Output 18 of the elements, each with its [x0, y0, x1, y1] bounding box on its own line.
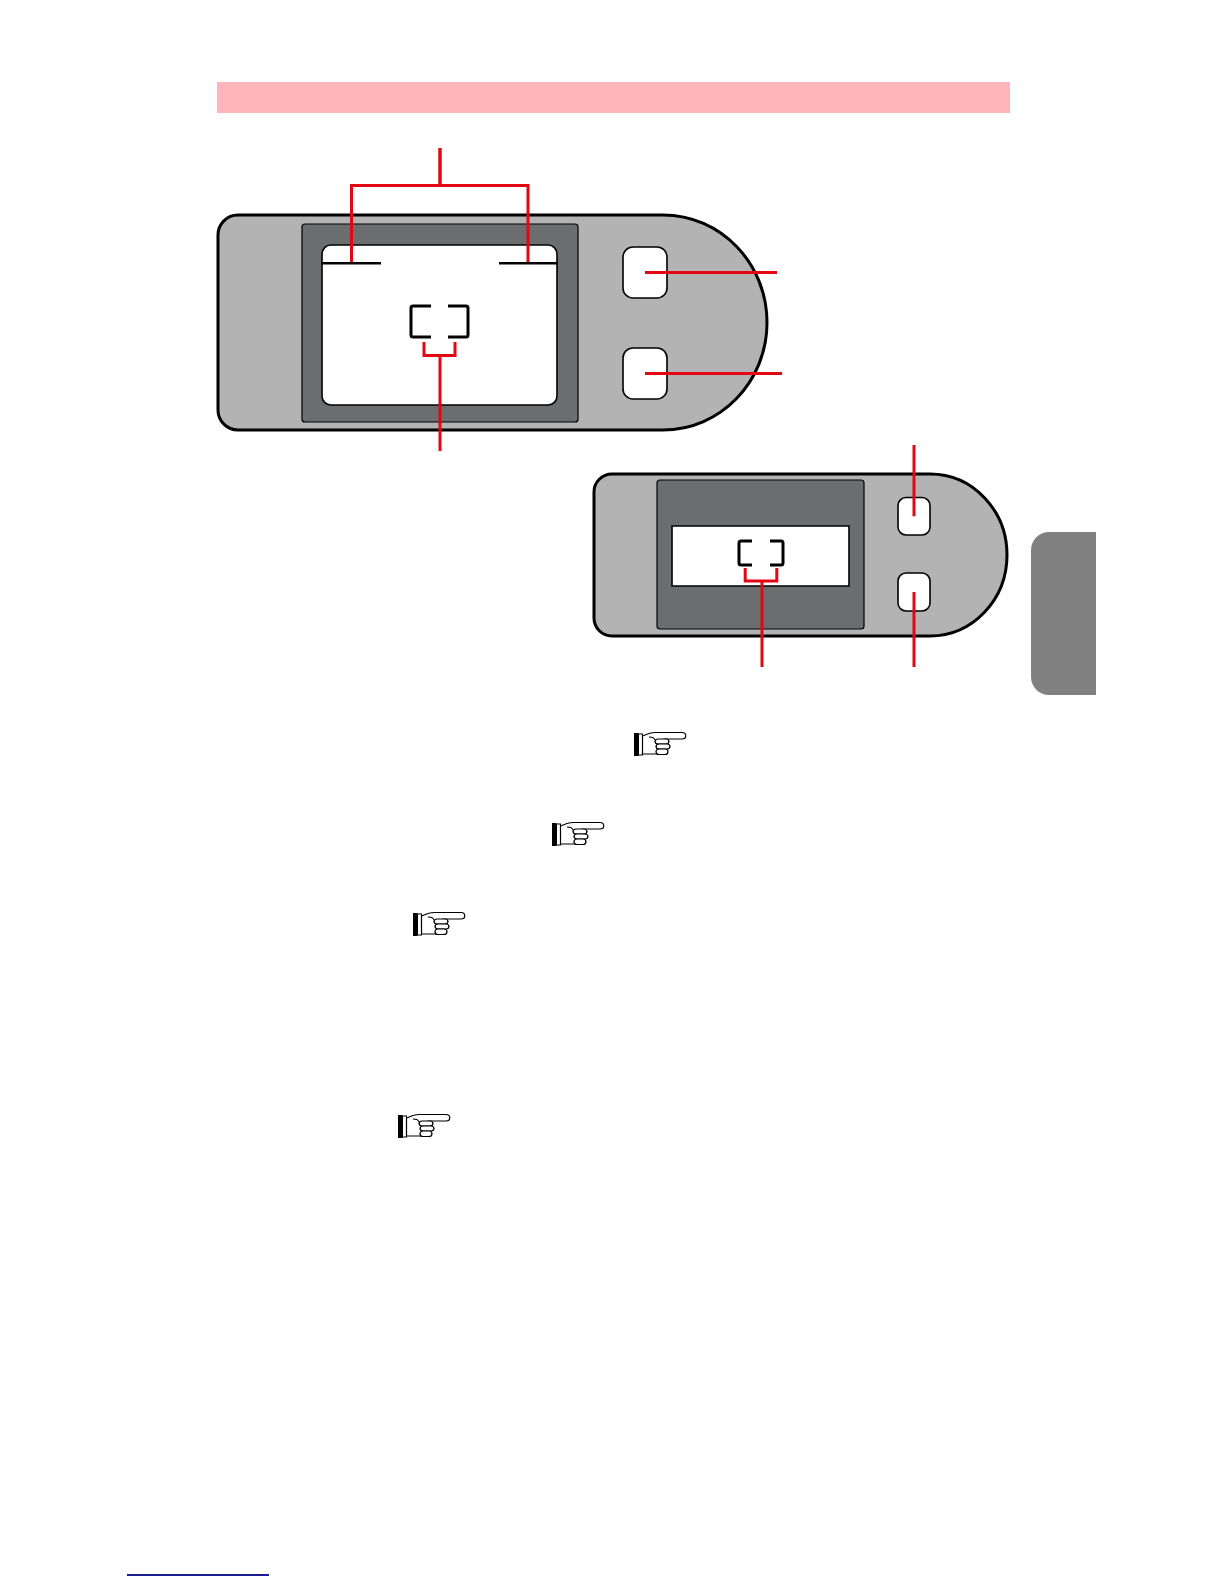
button — [622, 347, 668, 400]
focus-bracket — [737, 539, 785, 567]
screen-mark — [322, 262, 381, 265]
focus-bracket — [409, 304, 470, 339]
button — [622, 246, 668, 299]
leader-line — [438, 148, 530, 262]
button — [897, 496, 931, 536]
leader-line — [912, 445, 916, 517]
side-tab — [1031, 532, 1096, 695]
screen — [321, 244, 558, 406]
button — [897, 572, 931, 612]
screen-mark — [499, 262, 557, 265]
screen — [671, 525, 850, 587]
leader-line — [645, 372, 782, 375]
leader-line — [645, 271, 777, 274]
leader-line — [743, 566, 779, 669]
leader-line — [912, 592, 916, 667]
leader-line — [422, 340, 457, 453]
